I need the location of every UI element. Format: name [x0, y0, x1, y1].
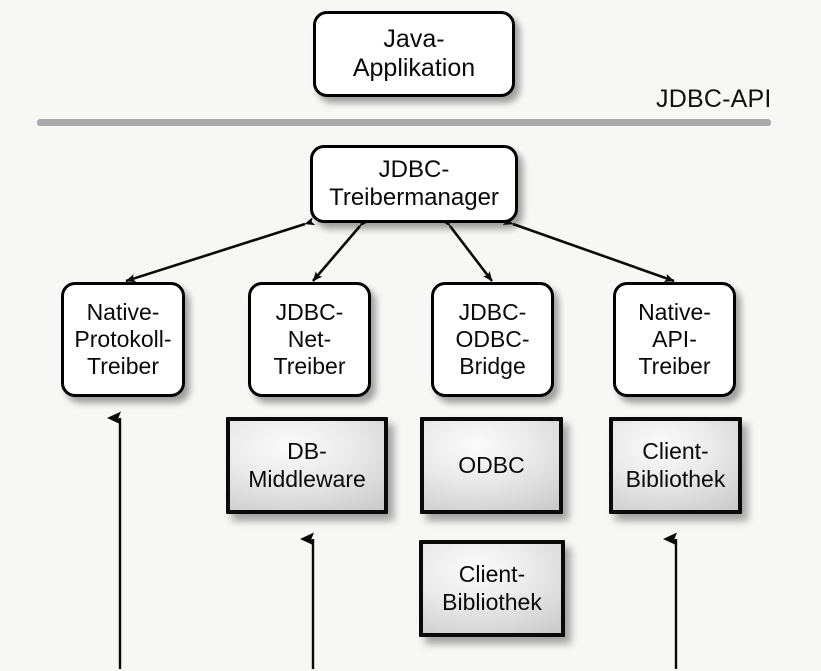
node-label-line3: Treiber	[87, 353, 159, 380]
edge-manager-native-protokoll	[125, 217, 316, 283]
node-java-applikation[interactable]: Java- Applikation	[313, 11, 515, 97]
node-db-middleware[interactable]: DB- Middleware	[226, 417, 388, 514]
node-label-line1: Client-	[642, 437, 709, 464]
node-label-line2: API-	[652, 325, 697, 352]
node-label-line2: ODBC-	[455, 325, 530, 352]
node-jdbc-treibermanager[interactable]: JDBC- Treibermanager	[310, 145, 518, 223]
node-label-line2: Net-	[287, 325, 332, 352]
node-label-line2: Treibermanager	[329, 184, 499, 211]
node-label-line1: Native-	[86, 298, 160, 325]
edge-manager-jdbc-net	[312, 216, 370, 282]
node-label-line1: JDBC-	[378, 155, 450, 183]
node-jdbc-odbc-bridge[interactable]: JDBC- ODBC- Bridge	[431, 282, 554, 397]
edge-manager-jdbc-odbc	[440, 215, 494, 282]
node-label-line1: Native-	[638, 298, 711, 325]
node-label-line2: Bibliothek	[625, 465, 726, 492]
node-label-line2: Applikation	[352, 54, 476, 82]
node-label-line2: Bibliothek	[442, 588, 542, 615]
node-jdbc-net-treiber[interactable]: JDBC- Net- Treiber	[248, 282, 371, 397]
node-odbc[interactable]: ODBC	[420, 417, 563, 514]
node-native-api-treiber[interactable]: Native- API- Treiber	[613, 282, 736, 397]
node-label-line1: JDBC-	[458, 298, 527, 325]
node-label-line3: Treiber	[273, 353, 346, 380]
node-label-line1: ODBC	[458, 451, 525, 478]
node-label-line2: Protokoll-	[74, 325, 172, 352]
node-label-line1: Java-	[383, 24, 445, 53]
node-label-line1: JDBC-	[275, 298, 344, 325]
node-label-line1: DB-	[287, 437, 327, 464]
edge-manager-native-api	[502, 216, 675, 283]
node-label-line1: Client-	[458, 560, 526, 587]
jdbc-api-divider	[37, 119, 771, 126]
jdbc-api-label: JDBC-API	[656, 85, 772, 113]
node-client-bibliothek-bottom[interactable]: Client- Bibliothek	[419, 540, 565, 637]
node-native-protokoll-treiber[interactable]: Native- Protokoll- Treiber	[61, 282, 185, 397]
node-client-bibliothek-right[interactable]: Client- Bibliothek	[609, 417, 742, 514]
node-label-line3: Treiber	[638, 353, 711, 380]
node-label-line2: Middleware	[248, 465, 366, 492]
node-label-line3: Bridge	[459, 353, 526, 380]
